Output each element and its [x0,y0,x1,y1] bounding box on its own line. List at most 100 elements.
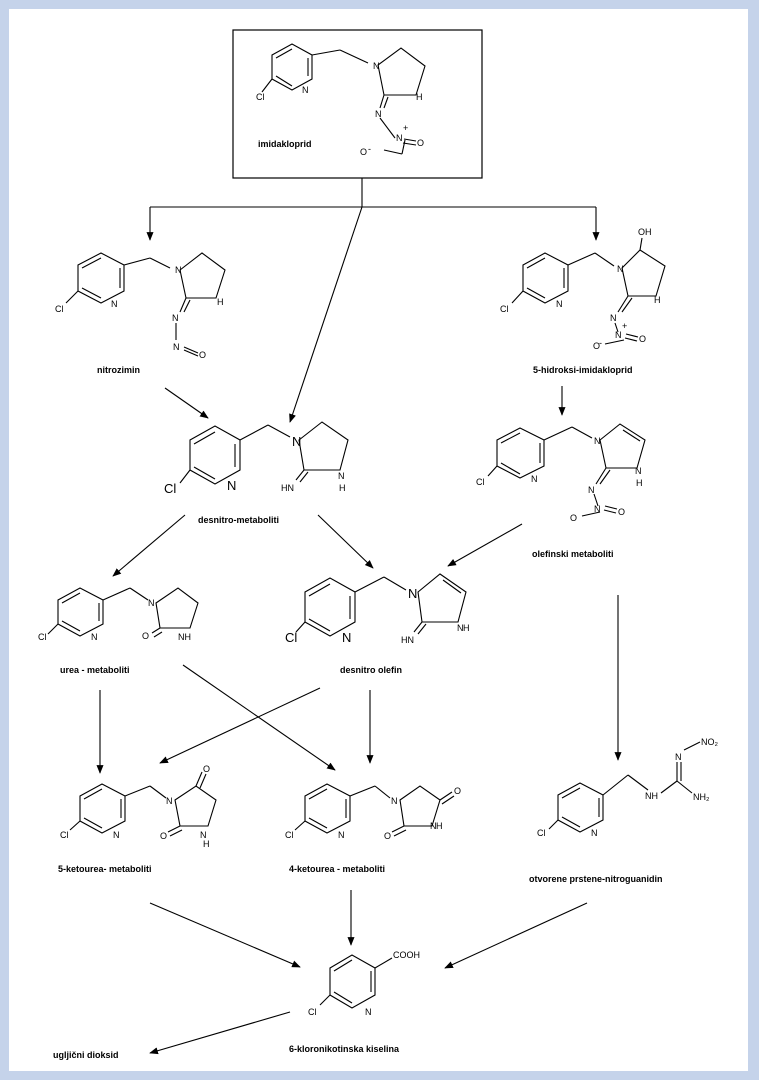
atom-h: H [416,92,423,102]
atom-o: O [417,138,424,148]
label-4-ketourea-metaboliti: 4-ketourea - metaboliti [289,864,385,874]
atom-n: N [148,598,155,608]
atom-n: N [373,61,380,71]
atom-o-minus: O [360,147,367,157]
atom-n: N [172,313,179,323]
imidakloprid-structure [261,43,426,155]
atom-n: N [302,85,309,95]
atom-h: H [636,478,643,488]
ketourea5-structure [69,771,217,837]
atom-n: N [391,796,398,806]
atom-n: N [408,586,417,601]
charge-minus: - [368,144,371,154]
pathway-arrows [96,386,622,1055]
atom-n: N [588,485,595,495]
label-otvorene-prstene-nitroguanidin: otvorene prstene-nitroguanidin [529,874,663,884]
atom-n-plus: N [615,330,622,340]
atom-n: N [166,796,173,806]
atom-nh: NH [178,632,191,642]
atom-n: N [610,313,617,323]
label-nitrozimin: nitrozimin [97,365,140,375]
atom-n: N [430,821,437,831]
urea-structure [47,587,199,638]
atom-n: N [175,265,182,275]
atom-n: N [292,434,301,449]
label-desnitro-olefin: desnitro olefin [340,665,402,675]
atom-n: N [675,752,682,762]
atom-o: O [203,764,210,774]
olefinski-structure [487,423,646,517]
atom-o: O [454,786,461,796]
atom-hn: HN [281,483,294,493]
atom-cl: Cl [476,477,485,487]
atom-h: H [339,483,346,493]
atom-n: N [173,342,180,352]
atom-n: N [342,630,351,645]
label-olefinski-metaboliti: olefinski metaboliti [532,549,614,559]
label-desnitro-metaboliti: desnitro-metaboliti [198,515,279,525]
atom-h: H [203,839,210,849]
atom-h: H [217,297,224,307]
atom-o: O [199,350,206,360]
label-5-ketourea-metaboliti: 5-ketourea- metaboliti [58,864,152,874]
ketourea4-structure [294,783,455,837]
atom-cl: Cl [537,828,546,838]
atom-nh2: NH₂ [693,792,710,802]
atom-n: N [365,1007,372,1017]
atom-cl: Cl [308,1007,317,1017]
atom-cl: Cl [164,481,176,496]
atom-cooh: COOH [393,950,420,960]
atom-n: N [594,436,601,446]
atom-hn: HN [401,635,414,645]
branch-arrows [146,178,600,423]
atom-n: N [338,471,345,481]
label-imidakloprid: imidakloprid [258,139,312,149]
atom-n: N [91,632,98,642]
atom-cl: Cl [285,630,297,645]
hidroksi-structure [511,237,666,345]
label-5-hidroksi-imidakloprid: 5-hidroksi-imidakloprid [533,365,633,375]
atom-n: N [200,830,207,840]
atom-o-minus: O [570,513,577,523]
kiselina-structure [319,954,393,1009]
atom-n: N [375,109,382,119]
atom-n: N [227,478,236,493]
label-6-kloronikotinska-kiselina: 6-kloronikotinska kiselina [289,1044,400,1054]
atom-o: O [142,631,149,641]
atom-n: N [594,504,601,514]
diagram-frame [9,9,748,1071]
atom-n: N [457,623,464,633]
atom-cl: Cl [38,632,47,642]
atom-nh: NH [645,791,658,801]
desnitro-structure [179,421,349,485]
atom-oh: OH [638,227,652,237]
atom-n: N [338,830,345,840]
atom-cl: Cl [285,830,294,840]
atom-cl: Cl [256,92,265,102]
atom-n: N [531,474,538,484]
atom-o: O [618,507,625,517]
label-urea-metaboliti: urea - metaboliti [60,665,130,675]
desnitroolefin-structure [295,573,467,637]
charge-plus: + [622,321,627,331]
atom-n: N [635,466,642,476]
atom-n: N [617,264,624,274]
atom-n: N [556,299,563,309]
label-ugljicni-dioksid: ugljični dioksid [53,1050,119,1060]
atom-cl: Cl [60,830,69,840]
charge-plus: + [403,123,408,133]
atom-n-plus: N [396,133,403,143]
atom-h: H [436,821,443,831]
atom-h: H [463,623,470,633]
atom-n: N [111,299,118,309]
atom-n: N [113,830,120,840]
atom-o-minus: O [593,341,600,351]
atom-h: H [654,295,661,305]
atom-cl: Cl [55,304,64,314]
charge-minus: - [599,338,602,348]
atom-o: O [160,831,167,841]
atom-no2: NO₂ [701,737,719,747]
imidakloprid-box [232,29,483,179]
atom-o: O [639,334,646,344]
